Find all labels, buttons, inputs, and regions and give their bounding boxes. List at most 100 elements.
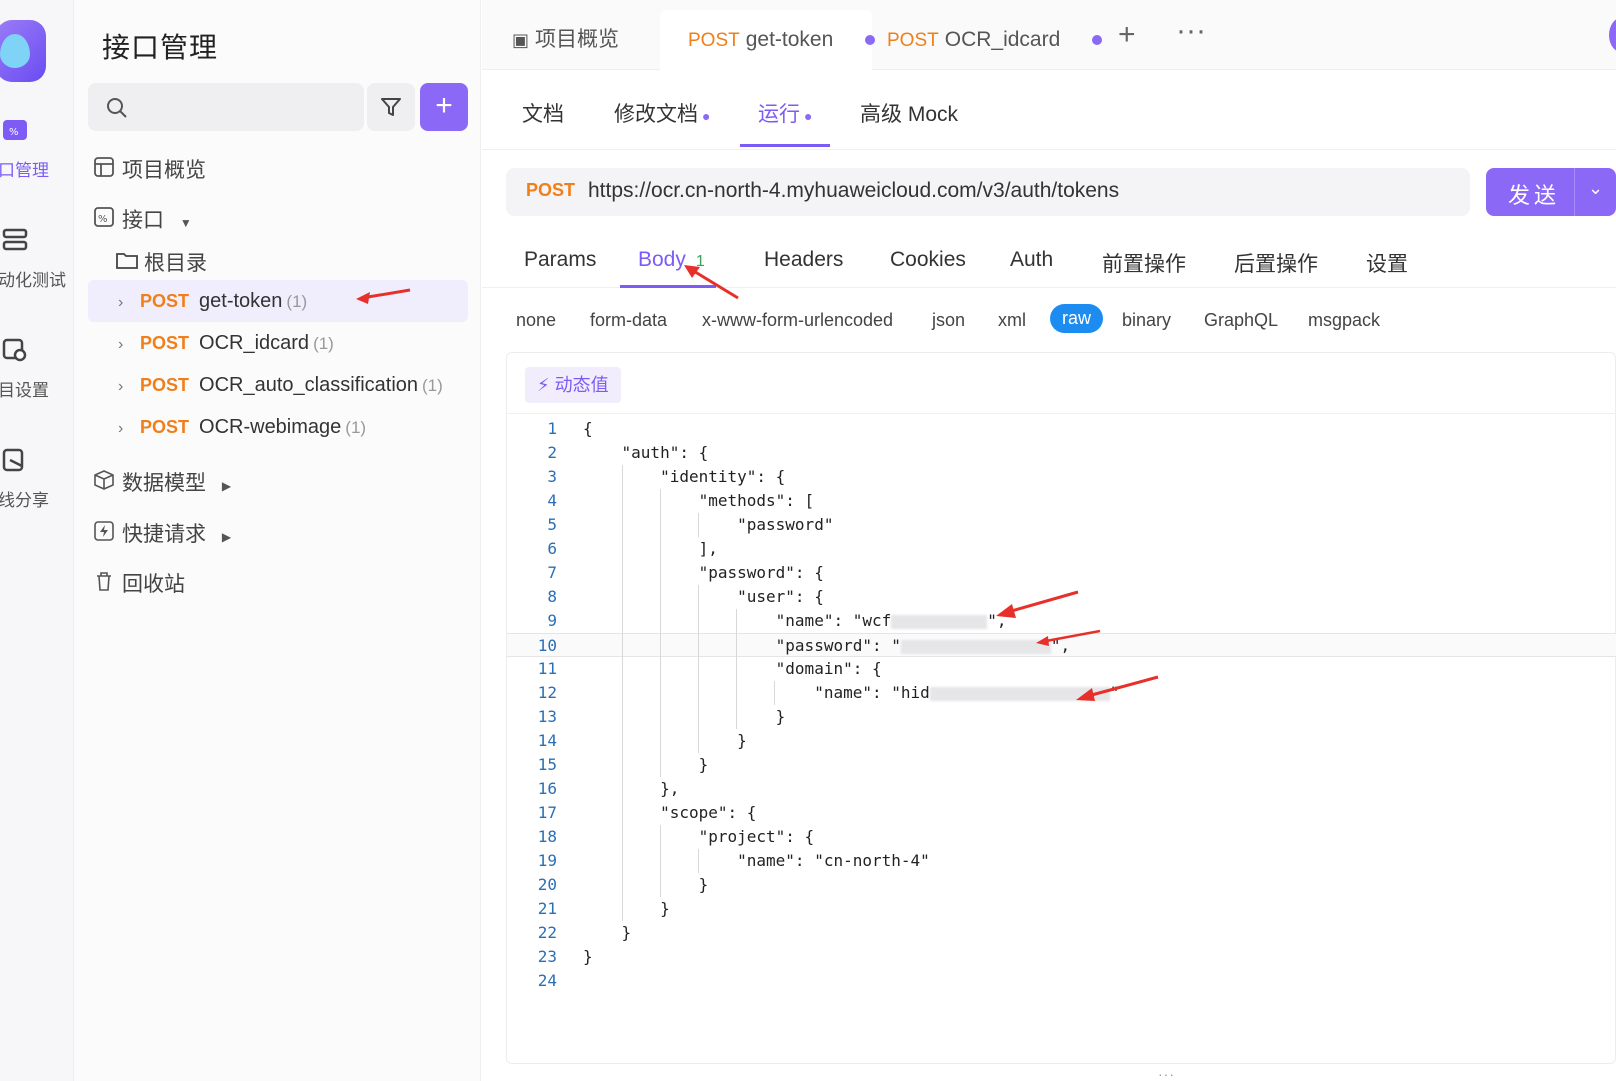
code-text: { (583, 417, 593, 441)
code-content: ], (583, 539, 718, 558)
code-content: "name": "hid (583, 683, 930, 702)
search-input[interactable] (88, 83, 364, 131)
sidebar-item-label: 数据模型 (122, 472, 206, 495)
url-input[interactable]: https://ocr.cn-north-4.myhuaweicloud.com… (588, 179, 1120, 202)
sidebar-item-quick-request[interactable]: 快捷请求 ▶ (94, 518, 231, 548)
line-number: 22 (537, 923, 557, 942)
rail-item-automated-test[interactable]: 动化测试 (0, 228, 74, 328)
tab-run[interactable]: 运行● (758, 98, 812, 128)
line-number: 5 (547, 515, 557, 534)
tab-cookies[interactable]: Cookies (890, 248, 966, 271)
sidebar-item-data-models[interactable]: 数据模型 ▶ (94, 467, 231, 497)
online-share-icon (2, 448, 24, 472)
body-badge: 1 (695, 253, 705, 270)
magic-wand-icon: ⚡︎ (537, 375, 555, 395)
resize-handle[interactable]: ··· (1158, 1066, 1175, 1081)
cube-icon (94, 470, 116, 496)
dynamic-value-button[interactable]: ⚡︎ 动态值 (525, 367, 621, 403)
send-label: 发送 (1508, 183, 1561, 208)
tab-label: OCR_idcard (944, 28, 1061, 51)
send-button[interactable]: 发送 ⌄ (1486, 168, 1616, 216)
line-number: 7 (547, 563, 557, 582)
code-editor[interactable]: ⚡︎ 动态值 1{2 "auth": {3 "identity": {4 "me… (506, 352, 1616, 1064)
body-type-binary[interactable]: binary (1122, 310, 1172, 330)
code-text: "password": { (583, 561, 824, 585)
chevron-right-icon: › (118, 420, 124, 437)
rail-item-project-settings[interactable]: 目设置 (0, 338, 74, 438)
indent-guide (698, 849, 699, 873)
code-text: "name": "cn-north-4" (583, 849, 930, 873)
sidebar-item-api[interactable]: %接口 ▼ (94, 204, 192, 234)
tab-edit-docs[interactable]: 修改文档● (614, 98, 710, 128)
code-line: 19 "name": "cn-north-4" (507, 849, 1616, 873)
body-type-form-data[interactable]: form-data (590, 310, 668, 330)
line-number: 19 (537, 851, 557, 870)
tab-post-ops[interactable]: 后置操作 (1234, 253, 1318, 276)
lightning-icon (94, 521, 116, 547)
filter-button[interactable] (367, 83, 415, 131)
code-text: "password" (583, 513, 833, 537)
method-select[interactable]: POST (526, 180, 576, 200)
sidebar-item-root[interactable]: 根目录 (116, 247, 207, 277)
dot-icon: ● (804, 108, 813, 124)
endpoint-count: (1) (313, 334, 334, 353)
line-number: 23 (537, 947, 557, 966)
line-number: 15 (537, 755, 557, 774)
sidebar-item-overview[interactable]: 项目概览 (94, 154, 206, 184)
sidebar-item-trash[interactable]: 回收站 (94, 568, 185, 598)
body-type-msgpack[interactable]: msgpack (1308, 310, 1381, 330)
more-icon[interactable]: ··· (1176, 14, 1206, 47)
avatar[interactable] (1609, 18, 1616, 52)
tab-overview[interactable]: ▣项目概览 (512, 10, 619, 70)
body-type-json[interactable]: json (932, 310, 966, 330)
tab-params[interactable]: Params (524, 248, 597, 271)
code-text: "project": { (583, 825, 815, 849)
code-content: "password" (583, 515, 834, 534)
code-text: "scope": { (583, 801, 756, 825)
body-type-raw[interactable]: raw (1050, 304, 1104, 333)
tab-headers[interactable]: Headers (764, 248, 844, 271)
doc-subtabs: 文档 修改文档● 运行● 高级 Mock (482, 80, 1616, 150)
new-tab-button[interactable]: + (1118, 18, 1136, 51)
body-type-graphql[interactable]: GraphQL (1204, 310, 1279, 330)
tab-docs[interactable]: 文档 (522, 103, 564, 126)
code-content: ", (1050, 636, 1071, 655)
unsaved-dot-icon (1092, 35, 1103, 46)
rail-item-api-management[interactable]: % 口管理 (0, 118, 74, 218)
line-number: 12 (537, 683, 557, 702)
code-content: "auth": { (583, 443, 709, 462)
line-number: 14 (537, 731, 557, 750)
code-text: } (583, 753, 709, 777)
sidebar-item-label: 接口 (122, 209, 164, 232)
code-content: "user": { (583, 587, 824, 606)
rail-item-online-share[interactable]: 线分享 (0, 448, 74, 548)
code-content: "name": "wcf (583, 611, 892, 630)
chevron-down-icon[interactable]: ⌄ (1588, 178, 1604, 198)
indent-guide (736, 609, 737, 729)
tab-pre-ops[interactable]: 前置操作 (1102, 253, 1186, 276)
tab-advanced-mock[interactable]: 高级 Mock (860, 103, 959, 126)
sidebar-item-label: 快捷请求 (122, 523, 206, 546)
body-type-xml[interactable]: xml (998, 310, 1026, 330)
tab-settings[interactable]: 设置 (1366, 253, 1408, 276)
code-line: 22 } (507, 921, 1616, 945)
body-type-urlencoded[interactable]: x-www-form-urlencoded (702, 310, 894, 330)
divider (507, 413, 1616, 414)
code-text: "auth": { (583, 441, 709, 465)
url-bar[interactable]: POST https://ocr.cn-north-4.myhuaweiclou… (506, 168, 1470, 216)
body-type-none[interactable]: none (516, 310, 557, 330)
code-line: 5 "password" (507, 513, 1616, 537)
active-tab-underline (620, 285, 716, 288)
redacted-value (929, 686, 1110, 701)
add-button[interactable]: + (420, 83, 468, 131)
code-text: ], (583, 537, 718, 561)
tab-auth[interactable]: Auth (1010, 248, 1054, 271)
